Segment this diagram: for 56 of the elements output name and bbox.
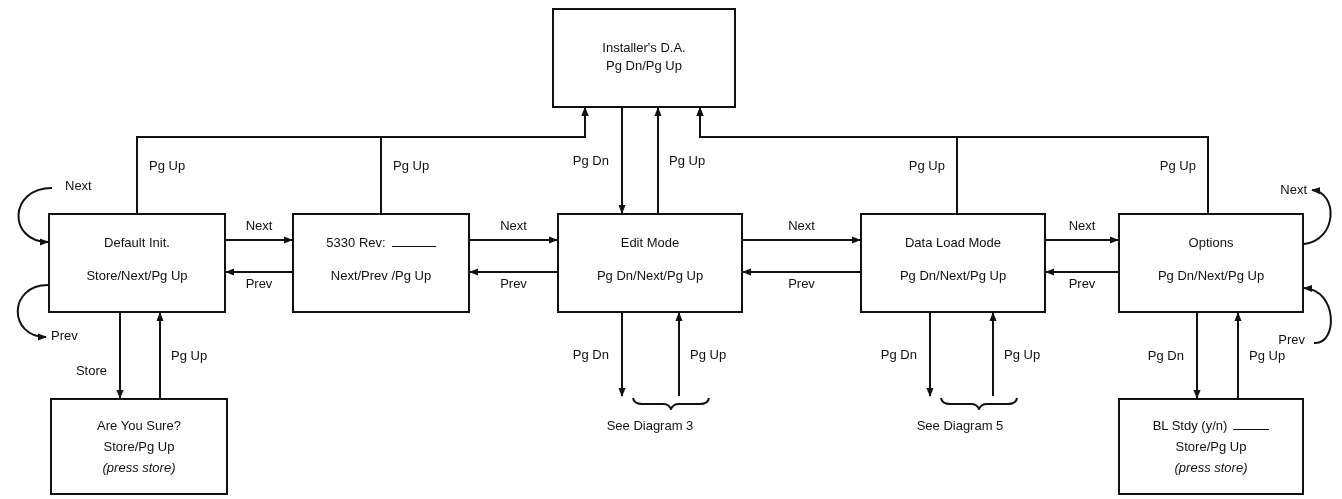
arrow [380, 107, 589, 214]
state-box [1118, 213, 1304, 313]
loop-arrow [1303, 188, 1332, 245]
arrow [989, 312, 997, 397]
reference-text: See Diagram 5 [916, 418, 1004, 434]
arrow [225, 268, 293, 276]
edge-label: Pg Up [907, 158, 946, 174]
state-box [557, 213, 743, 313]
state-box [552, 8, 736, 108]
arrow [1045, 236, 1119, 244]
state-keys: (press store) [102, 460, 176, 476]
arrow [696, 107, 1209, 214]
edge-label: Pg Up [392, 158, 431, 174]
state-title: BL Stdy (y/n) [1152, 418, 1228, 434]
state-keys: Pg Dn/Next/Pg Up [899, 268, 1007, 284]
arrow [618, 107, 626, 214]
arrow [116, 312, 124, 399]
edge-label: Pg Up [1158, 158, 1197, 174]
arrow [156, 312, 164, 399]
state-keys: Next/Prev /Pg Up [330, 268, 432, 284]
arrow [742, 236, 861, 244]
state-keys: Pg Dn/Next/Pg Up [1157, 268, 1265, 284]
arrow [1193, 312, 1201, 399]
state-keys: Store/Pg Up [103, 439, 175, 455]
state-title: Data Load Mode [904, 235, 1002, 251]
arrow [469, 236, 558, 244]
edge-label: Pg Up [148, 158, 187, 174]
loop-arrow [1303, 286, 1332, 344]
arrow [1045, 268, 1119, 276]
arrow [926, 312, 934, 397]
arrow [225, 236, 293, 244]
state-keys: (press store) [1174, 460, 1248, 476]
arrow [1234, 312, 1242, 399]
state-box [292, 213, 470, 313]
state-title: Default Init. [104, 235, 170, 251]
arrow [618, 312, 626, 397]
state-box [1118, 398, 1304, 495]
state-title: Are You Sure? [97, 418, 181, 434]
state-title: Options [1188, 235, 1234, 251]
state-title: Installer's D.A. [602, 40, 686, 56]
state-keys: Pg Dn/Next/Pg Up [596, 268, 704, 284]
loop-arrow [16, 284, 49, 340]
arrow [654, 107, 662, 214]
state-title: Edit Mode [620, 235, 680, 251]
state-box [50, 398, 228, 495]
state-box [48, 213, 226, 313]
loop-arrow [17, 187, 53, 245]
arrow [675, 312, 683, 397]
arrow [469, 268, 558, 276]
state-keys: Store/Pg Up [1175, 439, 1247, 455]
state-keys: Store/Next/Pg Up [86, 268, 188, 284]
reference-text: See Diagram 3 [606, 418, 694, 434]
state-box [860, 213, 1046, 313]
state-keys: Pg Dn/Pg Up [606, 58, 682, 74]
arrow [742, 268, 861, 276]
state-title: 5330 Rev: [326, 235, 386, 251]
